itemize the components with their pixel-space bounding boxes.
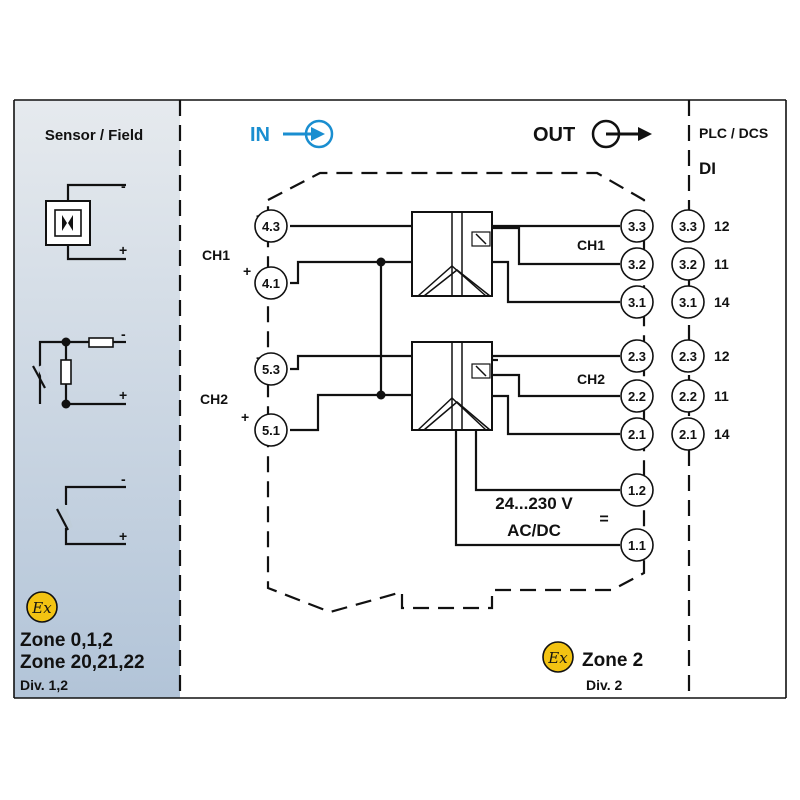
- terminal-3-3: [620, 209, 654, 243]
- sensor-panel-title: Sensor / Field: [45, 127, 143, 144]
- plc-terminal-label: 3.1: [679, 295, 697, 310]
- terminal-1-1: [620, 528, 654, 562]
- terminal-1-2: [620, 473, 654, 507]
- zone2-ex-symbol-icon: Ex: [542, 641, 574, 673]
- module-division: Div. 2: [586, 677, 623, 693]
- terminal-label: 3.3: [628, 219, 646, 234]
- plc-pin-label: 12: [714, 218, 730, 234]
- io-header: IN OUT: [250, 119, 652, 149]
- frame: [13, 99, 787, 699]
- plc-terminal-label: 3.2: [679, 257, 697, 272]
- sensor-panel: Sensor / Field - + - +: [14, 100, 180, 698]
- plc-terminal-2-1: [671, 417, 705, 451]
- ex-symbol-icon: Ex: [26, 591, 58, 623]
- plc-panel-title: PLC / DCS: [699, 125, 768, 141]
- plc-terminal-label: 2.1: [679, 427, 697, 442]
- terminal-label: 1.1: [628, 538, 646, 553]
- out-label: OUT: [533, 124, 575, 146]
- module-housing-outline: [266, 171, 646, 614]
- field-zone-line1: Zone 0,1,2: [20, 630, 113, 651]
- in-ch1-plus: +: [243, 263, 251, 279]
- in-ch2-minus: -: [256, 349, 261, 365]
- plc-terminal-2-2: [671, 379, 705, 413]
- output-terminals: 3.3 3.2 3.1 2.3 2.2 2.1 1.2 1.1: [620, 209, 654, 562]
- field-division: Div. 1,2: [20, 677, 68, 693]
- out-arrow-icon: [591, 119, 652, 149]
- terminal-label: 1.2: [628, 483, 646, 498]
- terminal-label: 2.2: [628, 389, 646, 404]
- terminal-2-3: [620, 339, 654, 373]
- terminal-label: 5.1: [262, 423, 280, 438]
- field-zone-line2: Zone 20,21,22: [20, 652, 145, 673]
- terminal-4-1: [254, 266, 288, 300]
- terminal-2-1: [620, 417, 654, 451]
- in-arrow-icon: [283, 119, 334, 149]
- contact-plus-label: +: [119, 528, 127, 544]
- isolator-block-ch2: [411, 341, 493, 431]
- input-channel1-label: CH1: [202, 247, 230, 263]
- plc-panel-subtitle: DI: [699, 159, 716, 178]
- plc-pin-label: 11: [714, 388, 729, 404]
- output-channel1-label: CH1: [577, 237, 605, 253]
- isolator-block-ch1: [411, 211, 493, 297]
- output-channel2-label: CH2: [577, 371, 605, 387]
- supply-symbol: =: [599, 511, 608, 528]
- terminal-3-1: [620, 285, 654, 319]
- supply-type: AC/DC: [507, 521, 561, 540]
- plc-pin-label: 14: [714, 294, 730, 310]
- plc-pin-label: 12: [714, 348, 730, 364]
- terminal-label: 3.1: [628, 295, 646, 310]
- input-terminals: 4.3 4.1 5.3 5.1: [254, 209, 288, 447]
- in-ch2-plus: +: [241, 409, 249, 425]
- dry-contact-icon: [56, 485, 126, 546]
- plc-panel: PLC / DCS DI 3.3 12 3.2 11 3.1 14 2.3 12…: [671, 125, 768, 451]
- terminal-label: 2.3: [628, 349, 646, 364]
- plc-pin-label: 14: [714, 426, 730, 442]
- terminal-5-3: [254, 352, 288, 386]
- namur-plus-label: +: [119, 387, 127, 403]
- terminal-5-1: [254, 413, 288, 447]
- plc-terminal-3-1: [671, 285, 705, 319]
- sensor-minus-label: -: [121, 178, 126, 194]
- in-label: IN: [250, 124, 270, 146]
- terminal-label: 2.1: [628, 427, 646, 442]
- input-channel2-label: CH2: [200, 391, 228, 407]
- supply-voltage: 24...230 V: [495, 494, 573, 513]
- contact-minus-label: -: [121, 471, 126, 487]
- inductive-sensor-icon: [45, 183, 126, 261]
- terminal-label: 4.1: [262, 276, 280, 291]
- terminal-4-3: [254, 209, 288, 243]
- plc-terminal-2-3: [671, 339, 705, 373]
- namur-contact-icon: [32, 337, 126, 409]
- sensor-plus-label: +: [119, 242, 127, 258]
- plc-terminal-label: 2.3: [679, 349, 697, 364]
- terminal-label: 4.3: [262, 219, 280, 234]
- module-zone: Zone 2: [582, 650, 643, 671]
- plc-terminal-label: 3.3: [679, 219, 697, 234]
- plc-terminal-3-3: [671, 209, 705, 243]
- plc-pin-label: 11: [714, 256, 729, 272]
- namur-minus-label: -: [121, 326, 126, 342]
- plc-terminal-label: 2.2: [679, 389, 697, 404]
- terminal-3-2: [620, 247, 654, 281]
- terminal-2-2: [620, 379, 654, 413]
- ex-symbol-text: Ex: [547, 649, 568, 667]
- terminal-label: 3.2: [628, 257, 646, 272]
- ex-symbol-text: Ex: [31, 599, 52, 617]
- terminal-label: 5.3: [262, 362, 280, 377]
- plc-terminal-3-2: [671, 247, 705, 281]
